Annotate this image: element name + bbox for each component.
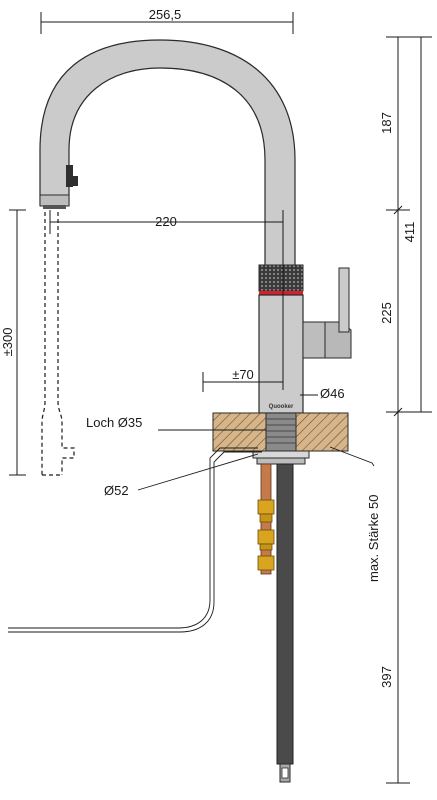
- knurled-ring: [259, 265, 303, 291]
- brass-fitting-lower: [258, 530, 274, 544]
- max-thickness-label: max. Stärke 50: [366, 495, 381, 582]
- dimension-top-width: 256,5: [41, 7, 293, 34]
- faucet-spout: [40, 40, 295, 268]
- under-counter-hoses: [8, 448, 293, 782]
- dim-body-diameter-label: Ø46: [320, 386, 345, 401]
- dim-knob-offset-label: ±70: [232, 367, 254, 382]
- countertop-section: [213, 413, 348, 464]
- red-indicator-ring: [259, 291, 303, 295]
- dim-top-width-label: 256,5: [149, 7, 182, 22]
- dim-spout-reach-label: 220: [155, 214, 177, 229]
- brand-logo: Quooker: [269, 404, 294, 410]
- dim-below-counter-label: 397: [379, 666, 394, 688]
- dark-hose: [277, 464, 293, 764]
- pulled-spout-outline: [42, 212, 74, 475]
- hole-label: Loch Ø35: [86, 415, 142, 430]
- brass-fitting-upper: [258, 500, 274, 514]
- dimension-spout-reach: 220: [50, 210, 283, 390]
- dimension-right-heights: 187 411 225 397: [379, 37, 432, 783]
- dim-pivot-range-label: ±300: [0, 328, 15, 357]
- dim-body-height-label: 225: [379, 302, 394, 324]
- lever-handle: [339, 268, 349, 332]
- base-diameter-label: Ø52: [104, 483, 129, 498]
- dim-spout-height-label: 187: [379, 112, 394, 134]
- dim-total-height-label: 411: [402, 222, 417, 243]
- faucet-body: Quooker Ø46: [259, 265, 351, 413]
- dimension-pivot-range: ±300: [0, 210, 26, 475]
